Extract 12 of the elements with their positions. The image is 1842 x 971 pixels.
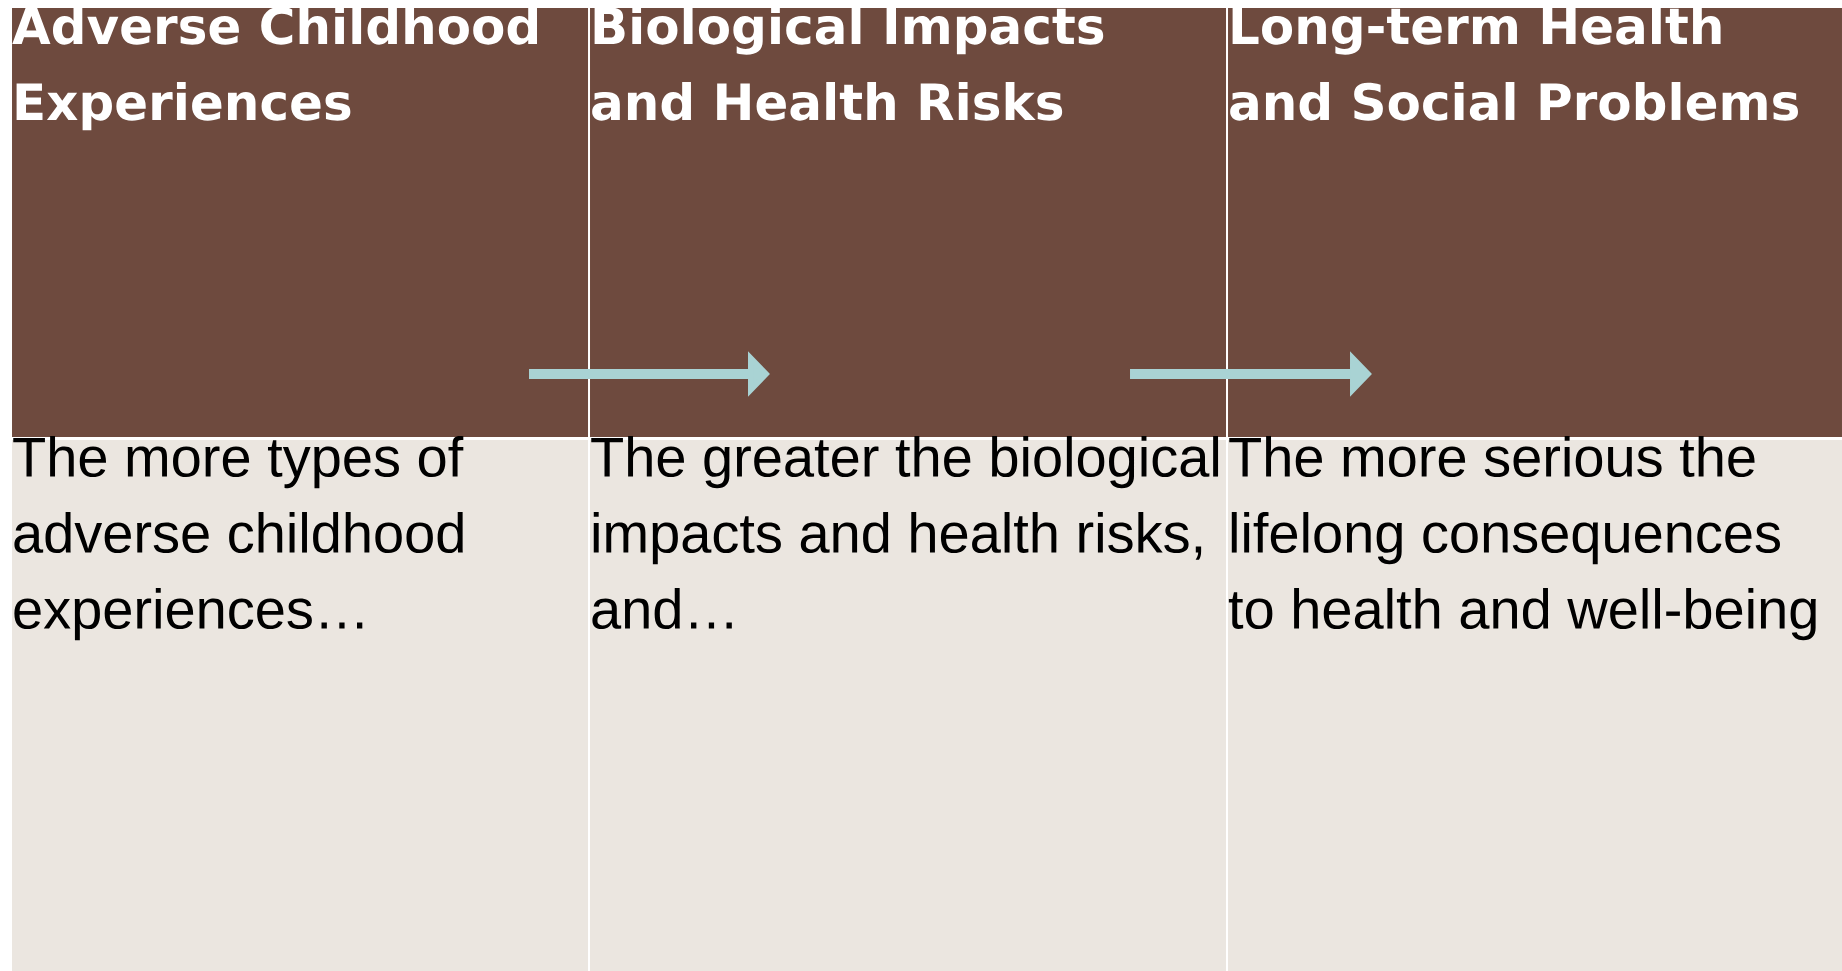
text-box: The greater the biological impacts and health risks, and… xyxy=(590,435,1226,971)
header-box: Long-term Health and Social Problems xyxy=(1228,6,1842,437)
header-box: Biological Impacts and Health Risks xyxy=(590,6,1226,437)
node-label: The more serious the lifelong consequences to health and well-being xyxy=(1228,435,1816,641)
node-label: The greater the biological impacts and health risks, and… xyxy=(591,435,1219,630)
text-box: The more types of adverse childhood experiences… xyxy=(12,435,588,971)
node-label: The more types of adverse childhood experiences… xyxy=(13,435,464,641)
text-box: The more serious the lifelong consequences to health and well-being xyxy=(1228,435,1842,971)
node-label: Biological Impacts and Health Risks xyxy=(592,5,1104,121)
node-label: Long-term Health and Social Problems xyxy=(1230,5,1798,121)
node-label: Adverse Childhood Experiences xyxy=(12,5,537,131)
header-box: Adverse Childhood Experiences xyxy=(12,6,588,437)
